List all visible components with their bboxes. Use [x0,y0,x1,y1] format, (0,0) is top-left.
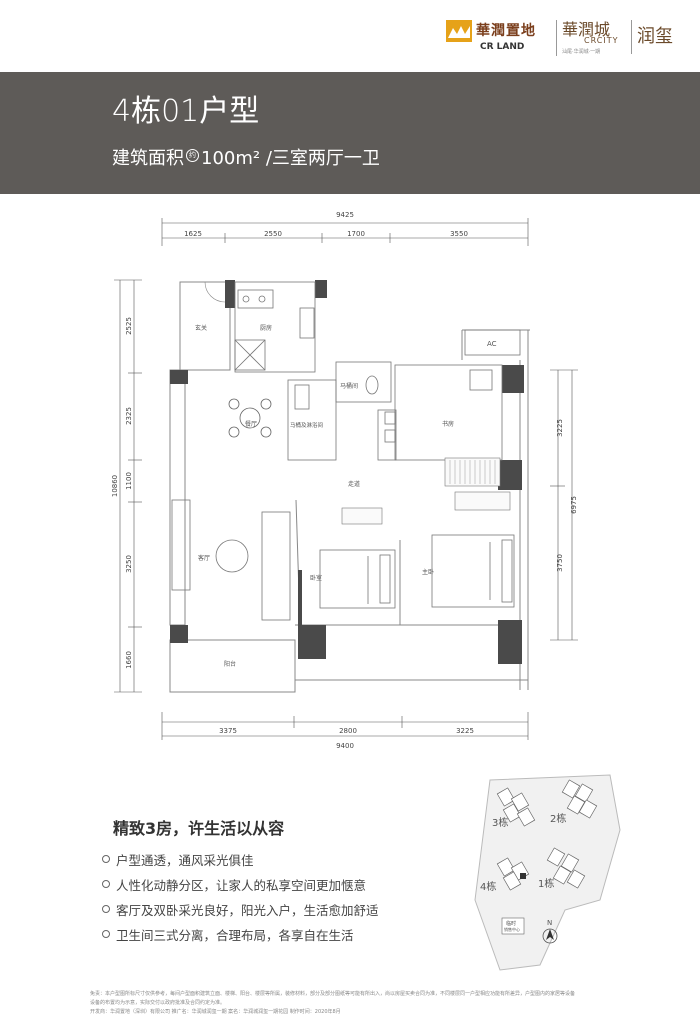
room-kitchen: 厨房 [260,324,272,332]
site-north: N [547,919,552,927]
bullet-icon [102,905,110,913]
area-label: 建筑面积 [112,148,184,169]
room-toilet: 马桶间 [340,382,358,390]
floor-plan: 9425 1625 2550 1700 3550 10860 2525 2325… [111,211,578,750]
disclaimer: 免责：本户型图所标尺寸仅供参考，每间户型面积建筑立面、楼梯、阳台、楼层等所属，装… [90,990,610,1017]
disclaimer-line-2: 设备的布置均为示意，实际交付以政府批准及合同约定为准。 [90,1000,226,1006]
crland-logo: 華潤置地 CR LAND [446,18,546,58]
dim-bottom-total: 9400 [336,742,354,750]
room-entry: 玄关 [195,324,207,332]
header: 華潤置地 CR LAND 華潤城 CRCITY 汕尾·华润城·一期 润玺 [0,0,700,72]
room-living: 客厅 [198,554,210,562]
selling-title: 精致3房，许生活以从容 [113,819,285,838]
crland-mark-icon [446,20,472,42]
room-bedroom: 卧室 [310,574,322,582]
crcity-en: CRCITY [584,36,619,45]
runxi-logo: 润玺 [637,26,673,47]
room-dining: 餐厅 [245,420,257,428]
disclaimer-line-1: 免责：本户型图所标尺寸仅供参考，每间户型面积建筑立面、楼梯、阳台、楼层等所属，装… [90,991,576,997]
north-arrow-icon [542,928,558,944]
list-item: 人性化动静分区，让家人的私享空间更加惬意 [102,875,462,900]
dim-left-1: 2525 [125,317,133,335]
room-corridor: 走道 [348,480,360,488]
dim-left-2: 2325 [125,407,133,425]
list-item: 客厅及双卧采光良好，阳光入户，生活愈加舒适 [102,900,462,925]
site-b2: 2栋 [550,812,566,825]
dim-top-3: 1700 [347,230,365,238]
unit-title: 4栋01户型 [112,94,260,129]
room-ac: AC [487,340,497,348]
dim-top-4: 3550 [450,230,468,238]
bullet-icon [102,855,110,863]
crcity-logo: 華潤城 CRCITY 汕尾·华润城·一期 [562,14,632,64]
site-plan: 临时 销售中心 3栋 2栋 4栋 1栋 N [474,774,621,971]
crland-cn: 華潤置地 [476,23,536,39]
site-b3: 3栋 [492,816,508,829]
site-b4: 4栋 [480,880,496,893]
dim-bottom-2: 2800 [339,727,357,735]
dim-top-1: 1625 [184,230,202,238]
dim-left-5: 1660 [125,651,133,669]
list-item: 户型通透，通风采光俱佳 [102,850,462,875]
logo-divider [556,20,557,56]
crland-en: CR LAND [480,42,525,52]
unit-marker [520,873,526,879]
selling-points: 户型通透，通风采光俱佳 人性化动静分区，让家人的私享空间更加惬意 客厅及双卧采光… [102,850,462,950]
dim-top-2: 2550 [264,230,282,238]
area-value: 100m² [201,148,261,169]
dim-top-total: 9425 [336,211,354,219]
dim-left-3: 1100 [125,472,133,490]
bullet-icon [102,880,110,888]
dim-left-total: 10860 [111,475,119,497]
site-sales2: 销售中心 [504,926,520,932]
dim-left-4: 3250 [125,555,133,573]
dim-bottom-1: 3375 [219,727,237,735]
dim-right-1: 3225 [556,419,564,437]
bullet-icon [102,930,110,938]
list-item: 卫生间三式分离，合理布局，各享自在生活 [102,925,462,950]
room-balcony: 阳台 [224,660,236,668]
crcity-tag: 汕尾·华润城·一期 [562,49,601,55]
disclaimer-line-3: 开发商：华润置地（深圳）有限公司 推广名：华润城润玺一期 案名：华润城润玺一期花… [90,1009,341,1015]
crcity-cn: 華潤城 [562,20,611,39]
room-study: 书房 [442,420,454,428]
layout-text: /三室两厅一卫 [265,148,380,169]
site-b1: 1栋 [538,877,554,890]
yue-badge: 约 [186,149,199,162]
dim-right-total: 6975 [570,496,578,514]
logo-divider-2 [631,20,632,54]
dim-right-2: 3750 [556,554,564,572]
room-master: 主卧 [422,568,434,576]
room-toilet-shower: 马桶及淋浴间 [290,421,323,429]
site-sales: 临时 [506,920,516,927]
dim-bottom-3: 3225 [456,727,474,735]
